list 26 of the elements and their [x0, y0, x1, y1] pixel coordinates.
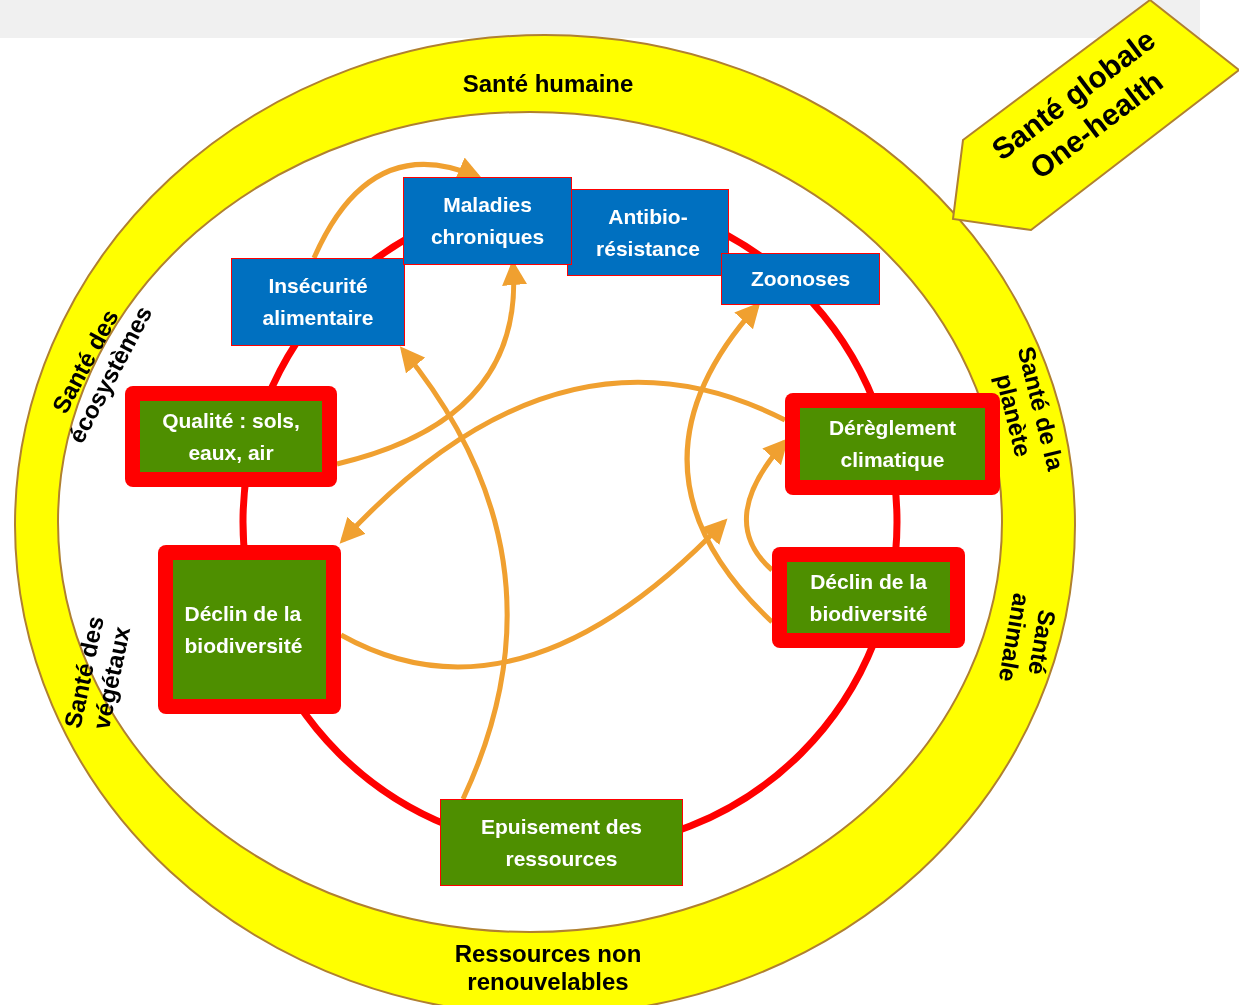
node-label: Dérèglement climatique	[827, 415, 958, 473]
arrow	[400, 346, 510, 800]
node-label: Qualité : sols, eaux, air	[161, 407, 301, 466]
pointer-arrow-shape	[950, 0, 1239, 232]
problem-box	[721, 253, 880, 305]
node-label: Déclin de la biodiversité	[808, 568, 929, 627]
ring-label: Santé des végétaux	[57, 612, 137, 734]
node-label: Antibio- résistance	[595, 203, 701, 262]
node-label: Zoonoses	[749, 266, 852, 292]
cause-box	[158, 545, 341, 714]
ring-label: Ressources non renouvelables	[453, 940, 643, 996]
node-label: Insécurité alimentaire	[261, 273, 375, 331]
arrow	[339, 518, 728, 670]
ring-label: Santé humaine	[461, 70, 635, 98]
ring-label: Santé de la planète	[989, 342, 1071, 476]
node-label: Maladies chroniques	[429, 192, 546, 250]
node-label: Déclin de la biodiversité	[184, 600, 304, 659]
node-label: Epuisement des ressources	[479, 813, 644, 872]
arrow	[339, 379, 787, 544]
ring-label: Santé animale	[992, 590, 1063, 686]
cause-box	[440, 799, 683, 886]
problem-box	[231, 258, 405, 346]
cause-box	[772, 547, 965, 648]
problem-box	[403, 177, 572, 265]
arrow	[311, 158, 483, 260]
problem-box	[567, 189, 729, 276]
